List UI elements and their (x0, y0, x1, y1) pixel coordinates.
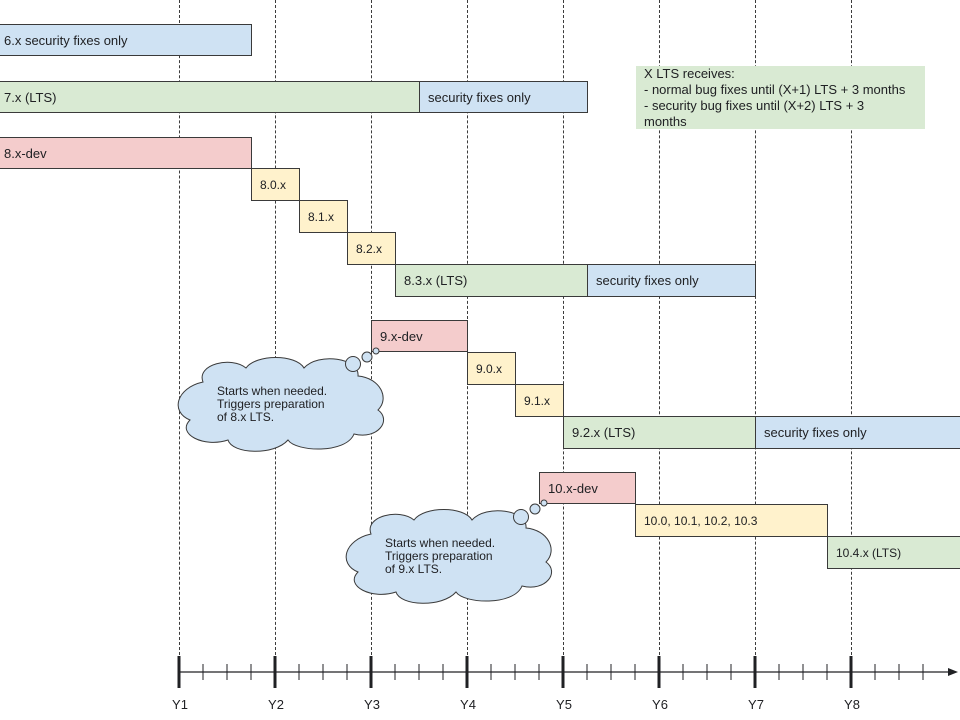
cloud-text-8x: Starts when needed. Triggers preparation… (217, 385, 327, 424)
year-label-y7: Y7 (748, 697, 764, 712)
cloud1-line-2: Triggers preparation (217, 397, 325, 411)
bar-8-1-x: 8.1.x (299, 200, 348, 233)
lts-policy-note: X LTS receives: - normal bug fixes until… (636, 66, 925, 129)
gridline-y1 (179, 0, 180, 660)
cloud-text-9x: Starts when needed. Triggers preparation… (385, 537, 495, 576)
cloud1-line-3: of 8.x LTS. (217, 410, 275, 424)
year-label-y2: Y2 (268, 697, 284, 712)
cloud2-line-3: of 9.x LTS. (385, 562, 443, 576)
bar-8-3-x-security: security fixes only (587, 264, 756, 297)
year-label-y8: Y8 (844, 697, 860, 712)
gridline-y8 (851, 0, 852, 660)
cloud2-line-2: Triggers preparation (385, 549, 493, 563)
bar-9-2-x-lts: 9.2.x (LTS) (563, 416, 756, 449)
cloud2-line-1: Starts when needed. (385, 536, 496, 550)
gridline-y2 (275, 0, 276, 660)
bar-10-4-x-lts: 10.4.x (LTS) (827, 536, 960, 569)
bar-9x-dev: 9.x-dev (371, 320, 468, 352)
bar-9-1-x: 9.1.x (515, 384, 564, 417)
gridline-y6 (659, 0, 660, 660)
year-label-y6: Y6 (652, 697, 668, 712)
bar-10-minors: 10.0, 10.1, 10.2, 10.3 (635, 504, 828, 537)
bar-9-2-x-security: security fixes only (755, 416, 960, 449)
thought-cloud-8x (177, 347, 384, 452)
bar-9-0-x: 9.0.x (467, 352, 516, 385)
year-label-y5: Y5 (556, 697, 572, 712)
axis-major-ticks (177, 656, 853, 688)
note-line-4: months (644, 113, 687, 129)
note-line-3: - security bug fixes until (X+2) LTS + 3 (644, 97, 865, 113)
axis-arrow-icon (948, 668, 958, 676)
bar-8-3-x-lts: 8.3.x (LTS) (395, 264, 588, 297)
note-line-2: - normal bug fixes until (X+1) LTS + 3 m… (644, 81, 906, 97)
bar-7x-lts: 7.x (LTS) (0, 81, 420, 113)
thought-cloud-9x (345, 499, 552, 604)
year-label-y1: Y1 (172, 697, 188, 712)
gridline-y5 (563, 0, 564, 660)
bar-6x-security: 6.x security fixes only (0, 24, 252, 56)
note-line-1: X LTS receives: (644, 65, 735, 81)
year-label-y4: Y4 (460, 697, 476, 712)
cloud1-line-1: Starts when needed. (217, 384, 328, 398)
bar-8x-dev: 8.x-dev (0, 137, 252, 169)
axis-minor-ticks (202, 664, 924, 680)
bar-7x-security: security fixes only (419, 81, 588, 113)
bar-8-0-x: 8.0.x (251, 168, 300, 201)
bar-8-2-x: 8.2.x (347, 232, 396, 265)
year-label-y3: Y3 (364, 697, 380, 712)
gridline-y7 (755, 0, 756, 660)
bar-10x-dev: 10.x-dev (539, 472, 636, 504)
